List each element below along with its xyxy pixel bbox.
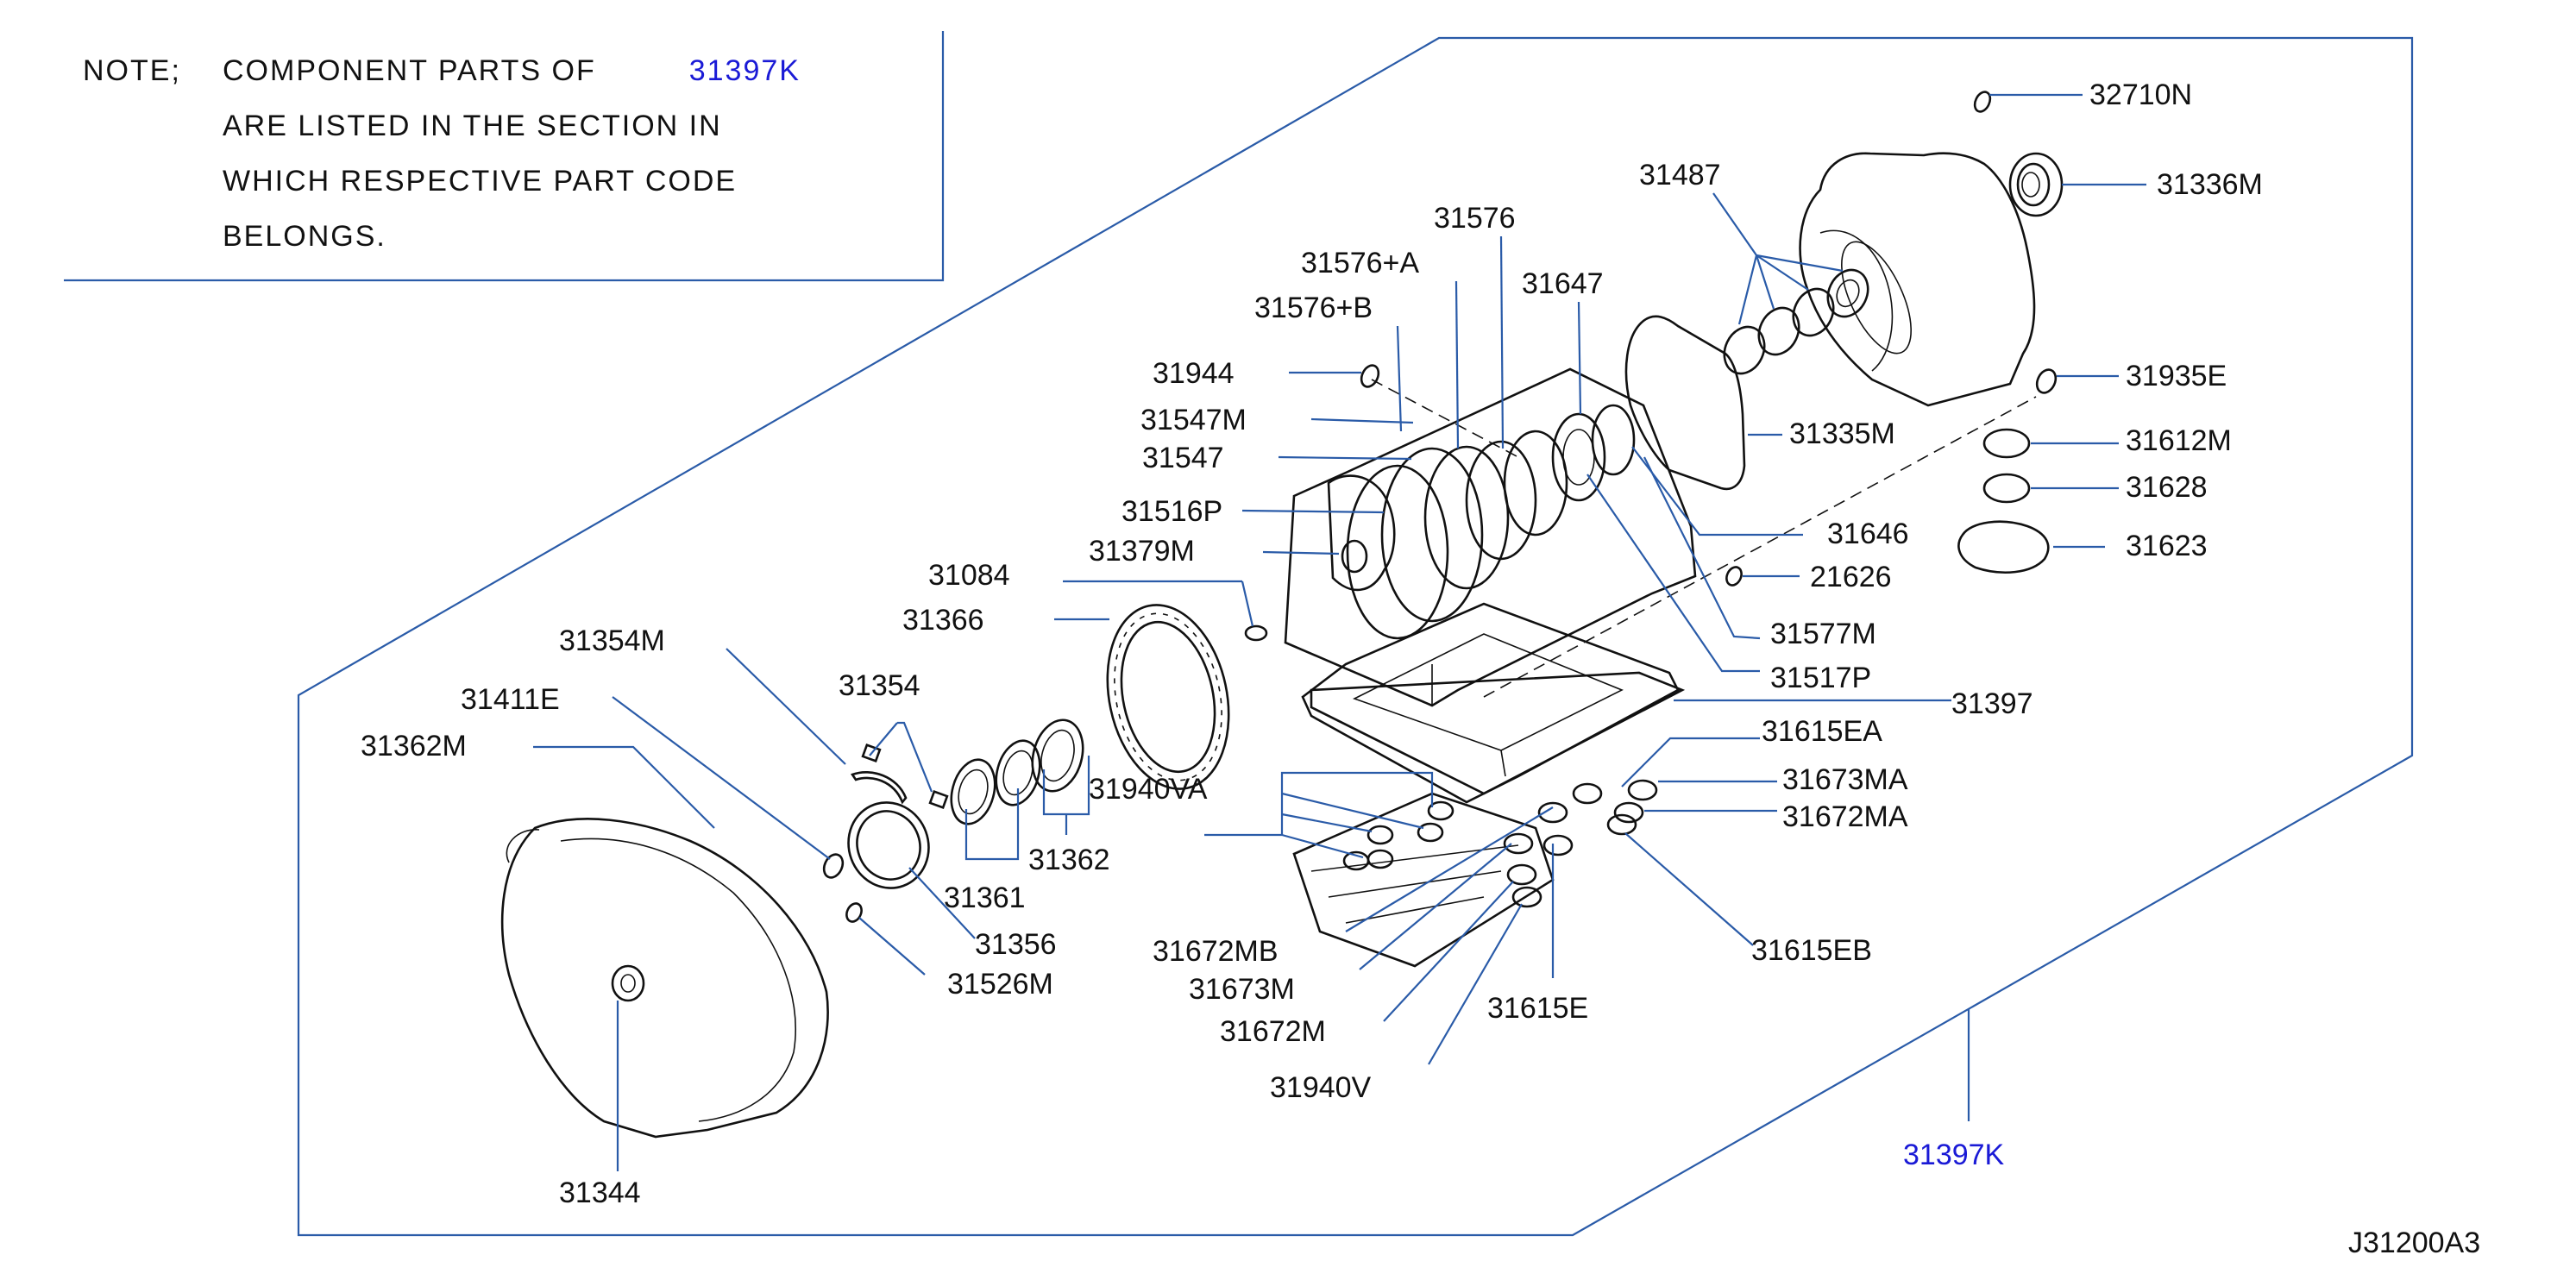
label-31487: 31487: [1639, 159, 1721, 191]
pump-gasket-31366: [1106, 604, 1230, 790]
label-31576B: 31576+B: [1254, 292, 1373, 324]
snap-ring-31354M: [850, 771, 908, 805]
label-31672MA: 31672MA: [1782, 800, 1908, 833]
label-31940V: 31940V: [1270, 1071, 1372, 1104]
seal-31411E: [822, 853, 845, 879]
label-31411E: 31411E: [461, 683, 560, 716]
label-31672MB: 31672MB: [1153, 935, 1279, 968]
label-31344: 31344: [559, 1176, 641, 1209]
label-31362: 31362: [1028, 844, 1110, 876]
seal-21626: [1725, 566, 1743, 587]
valve-body-seals: [1342, 779, 1658, 908]
seal-31084: [1244, 624, 1268, 642]
label-31547M: 31547M: [1140, 404, 1247, 436]
note-line-2: ARE LISTED IN THE SECTION IN: [223, 110, 722, 142]
label-31615E: 31615E: [1487, 992, 1588, 1025]
label-31335M: 31335M: [1789, 417, 1895, 450]
label-31615EB: 31615EB: [1751, 934, 1872, 967]
label-31361: 31361: [944, 882, 1026, 914]
label-31576: 31576: [1434, 202, 1516, 235]
label-31084: 31084: [928, 559, 1010, 592]
keys-31354: [861, 744, 949, 809]
label-31516P: 31516P: [1122, 495, 1222, 528]
label-31615EA: 31615EA: [1762, 715, 1882, 748]
rear-extension-housing: [1799, 152, 2036, 407]
converter-housing-31362M: [500, 818, 829, 1139]
leader-lines: [533, 93, 2146, 1171]
label-31628: 31628: [2126, 471, 2208, 504]
ring-31612M: [1982, 428, 2031, 459]
transmission-case: [1284, 367, 2037, 707]
oil-pan-31397: [1301, 602, 1680, 804]
label-31517P: 31517P: [1770, 662, 1871, 694]
label-32710N: 32710N: [2089, 78, 2192, 111]
label-31646: 31646: [1827, 518, 1909, 550]
plate-31623: [1957, 520, 2050, 574]
oil-pan-gasket: [1310, 671, 1686, 795]
label-31354: 31354: [839, 669, 920, 702]
label-31336M: 31336M: [2157, 168, 2263, 201]
valve-body-lines: [1310, 844, 1519, 924]
label-31397: 31397: [1951, 687, 2033, 720]
label-31576A: 31576+A: [1301, 247, 1419, 279]
oil-pan-inner: [1352, 633, 1624, 777]
ring-31628: [1982, 473, 2031, 504]
bearing-31336M: [2008, 152, 2064, 217]
thrust-washers-31362: [950, 718, 1084, 825]
label-31356: 31356: [975, 928, 1057, 961]
label-31379M: 31379M: [1089, 535, 1195, 568]
label-21626: 21626: [1810, 561, 1892, 593]
component-note: NOTE; COMPONENT PARTS OF 31397K ARE LIST…: [83, 43, 801, 264]
note-line-1: COMPONENT PARTS OF: [223, 54, 596, 87]
assembly-outline: [297, 36, 2414, 1237]
note-line-3: WHICH RESPECTIVE PART CODE: [223, 165, 738, 198]
label-31647: 31647: [1522, 267, 1604, 300]
seal-rings-31487: [1723, 268, 1869, 375]
note-box-frame: [64, 31, 945, 282]
note-assembly-ref: 31397K: [688, 54, 801, 87]
label-31362M: 31362M: [361, 730, 467, 762]
diagram-code: J31200A3: [2348, 1227, 2480, 1259]
seal-31935E: [2035, 368, 2058, 394]
label-31526M: 31526M: [947, 968, 1053, 1001]
label-31354M: 31354M: [559, 624, 665, 657]
note-line-4: BELONGS.: [223, 220, 386, 253]
label-31935E: 31935E: [2126, 360, 2227, 392]
label-31577M: 31577M: [1770, 618, 1876, 650]
assembly-label: 31397K: [1903, 1139, 2005, 1171]
seal-31526M: [845, 902, 863, 923]
label-31623: 31623: [2126, 530, 2208, 562]
note-heading: NOTE;: [83, 54, 181, 87]
label-31673MA: 31673MA: [1782, 763, 1908, 796]
label-31940VA: 31940VA: [1089, 773, 1208, 806]
label-31673M: 31673M: [1189, 973, 1295, 1006]
label-31612M: 31612M: [2126, 424, 2232, 457]
label-31547: 31547: [1142, 442, 1224, 474]
part-labels: 32710N 31336M 31487 31576 31576+A 31576+…: [361, 78, 2480, 1259]
oil-seal-31356: [847, 801, 930, 889]
seal-32710N: [1973, 91, 1992, 113]
seal-31944: [1360, 364, 1380, 388]
label-31366: 31366: [902, 604, 984, 637]
label-31944: 31944: [1153, 357, 1235, 390]
gasket-31335M: [1624, 315, 1746, 491]
label-31672M: 31672M: [1220, 1015, 1326, 1048]
valve-body: [1292, 792, 1555, 968]
